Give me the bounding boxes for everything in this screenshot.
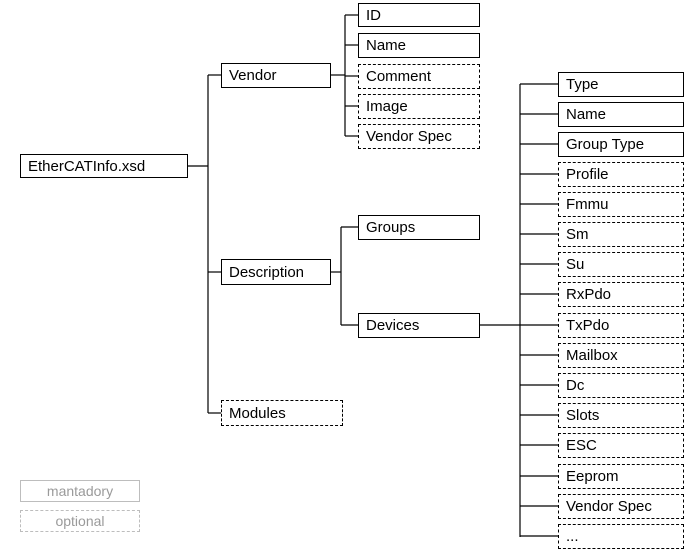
node-device-type[interactable]: Type	[558, 72, 684, 97]
node-device-name[interactable]: Name	[558, 102, 684, 127]
node-vendor-comment-label: Comment	[366, 68, 432, 85]
node-modules-label: Modules	[229, 404, 286, 422]
node-groups-label: Groups	[366, 219, 416, 236]
node-device-su[interactable]: Su	[558, 252, 684, 277]
node-devices[interactable]: Devices	[358, 313, 480, 338]
node-device-profile[interactable]: Profile	[558, 162, 684, 187]
node-device-dc-label: Dc	[566, 377, 585, 394]
node-device-type-label: Type	[566, 76, 599, 93]
node-device-dc[interactable]: Dc	[558, 373, 684, 398]
node-device-fmmu-label: Fmmu	[566, 196, 609, 213]
node-vendor-comment[interactable]: Comment	[358, 64, 480, 89]
node-device-sm-label: Sm	[566, 226, 589, 243]
node-vendor-name-label: Name	[366, 37, 407, 54]
node-device-name-label: Name	[566, 106, 607, 123]
node-device-sm[interactable]: Sm	[558, 222, 684, 247]
node-vendor-image-label: Image	[366, 98, 408, 115]
node-vendor-name[interactable]: Name	[358, 33, 480, 58]
node-device-profile-label: Profile	[566, 166, 609, 183]
node-device-fmmu[interactable]: Fmmu	[558, 192, 684, 217]
node-device-slots-label: Slots	[566, 407, 600, 424]
node-vendor-label: Vendor	[229, 67, 277, 84]
node-device-more-label: ...	[566, 528, 579, 545]
legend-mandatory-label: mantadory	[46, 483, 114, 499]
legend-optional-label: optional	[55, 513, 105, 529]
node-root-label: EtherCATInfo.xsd	[28, 157, 146, 175]
node-device-rxpdo-label: RxPdo	[566, 286, 612, 303]
node-device-group-type[interactable]: Group Type	[558, 132, 684, 157]
node-device-vendor-spec[interactable]: Vendor Spec	[558, 494, 684, 519]
node-device-group-type-label: Group Type	[566, 136, 645, 153]
node-device-eeprom[interactable]: Eeprom	[558, 464, 684, 489]
node-root[interactable]: EtherCATInfo.xsd	[20, 154, 188, 178]
node-vendor-vendor-spec-label: Vendor Spec	[366, 128, 452, 145]
node-device-mailbox-label: Mailbox	[566, 347, 618, 364]
node-device-more[interactable]: ...	[558, 524, 684, 549]
node-description-label: Description	[229, 263, 305, 281]
node-device-esc-label: ESC	[566, 437, 597, 454]
node-vendor-vendor-spec[interactable]: Vendor Spec	[358, 124, 480, 149]
node-device-mailbox[interactable]: Mailbox	[558, 343, 684, 368]
node-device-esc[interactable]: ESC	[558, 433, 684, 458]
node-device-txpdo[interactable]: TxPdo	[558, 313, 684, 338]
node-device-eeprom-label: Eeprom	[566, 468, 619, 485]
legend-mandatory: mantadory	[20, 480, 140, 502]
node-vendor-id[interactable]: ID	[358, 3, 480, 27]
node-modules[interactable]: Modules	[221, 400, 343, 426]
node-device-txpdo-label: TxPdo	[566, 317, 610, 334]
node-device-vendor-spec-label: Vendor Spec	[566, 498, 652, 515]
node-vendor-image[interactable]: Image	[358, 94, 480, 119]
node-description[interactable]: Description	[221, 259, 331, 285]
node-device-su-label: Su	[566, 256, 585, 273]
node-device-rxpdo[interactable]: RxPdo	[558, 282, 684, 307]
node-device-slots[interactable]: Slots	[558, 403, 684, 428]
node-vendor[interactable]: Vendor	[221, 63, 331, 88]
node-devices-label: Devices	[366, 317, 420, 334]
node-groups[interactable]: Groups	[358, 215, 480, 240]
legend-optional: optional	[20, 510, 140, 532]
node-vendor-id-label: ID	[366, 6, 381, 24]
